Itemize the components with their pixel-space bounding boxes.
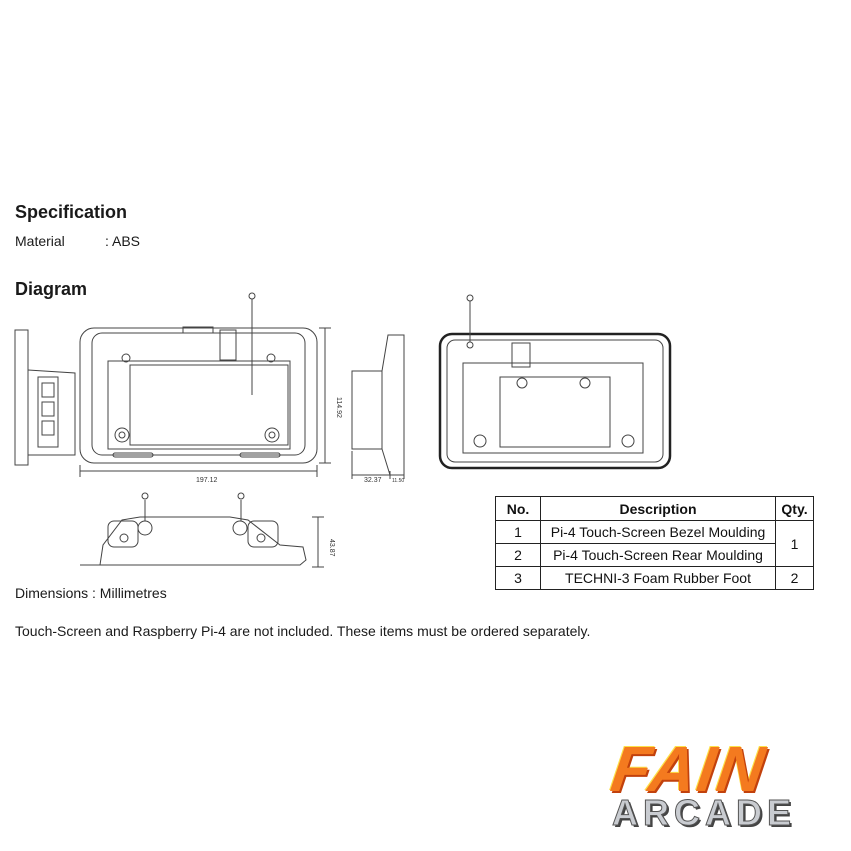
dim-foot-height-label: 43.87 [328,539,335,557]
footer-note: Touch-Screen and Raspberry Pi-4 are not … [15,623,591,639]
material-label: Material [15,233,65,249]
row-description: Pi-4 Touch-Screen Bezel Moulding [540,520,776,544]
logo-arcade: ARCADE [611,792,797,834]
header-description: Description [540,496,776,521]
specification-heading: Specification [15,202,128,222]
table-row: 3 TECHNI-3 Foam Rubber Foot 2 [495,566,814,590]
row-no: 2 [495,543,541,567]
diagram-heading: Diagram [15,279,88,299]
dim-width-label: 197.12 [196,477,218,484]
parts-table: No. Description Qty. 1 Pi-4 Touch-Screen… [495,496,814,590]
left-side-view [14,329,76,466]
dim-depth-label: 32.37 [364,477,382,484]
foot-view [80,492,324,568]
dim-height-label: 114.92 [335,397,342,418]
header-no: No. [495,496,541,521]
technical-drawing: 197.12 114.92 32.37 11.50 43.87 [14,292,672,568]
material-value: : ABS [105,233,141,249]
row-description: TECHNI-3 Foam Rubber Foot [540,566,776,590]
row-no: 3 [495,566,541,590]
header-qty: Qty. [775,496,814,521]
row-qty: 1 [775,520,814,567]
dim-depth-small-label: 11.50 [392,478,404,484]
rear-view [438,294,672,470]
table-row: 2 Pi-4 Touch-Screen Rear Moulding [495,543,814,567]
table-header-row: No. Description Qty. [495,496,814,521]
right-side-view [351,334,405,479]
row-qty: 2 [775,566,814,590]
row-no: 1 [495,520,541,544]
front-view [79,292,331,477]
material-row: Material : ABS [15,233,140,249]
table-row: 1 Pi-4 Touch-Screen Bezel Moulding 1 [495,520,814,567]
dimensions-note: Dimensions : Millimetres [15,585,167,601]
row-description: Pi-4 Touch-Screen Rear Moulding [540,543,776,567]
